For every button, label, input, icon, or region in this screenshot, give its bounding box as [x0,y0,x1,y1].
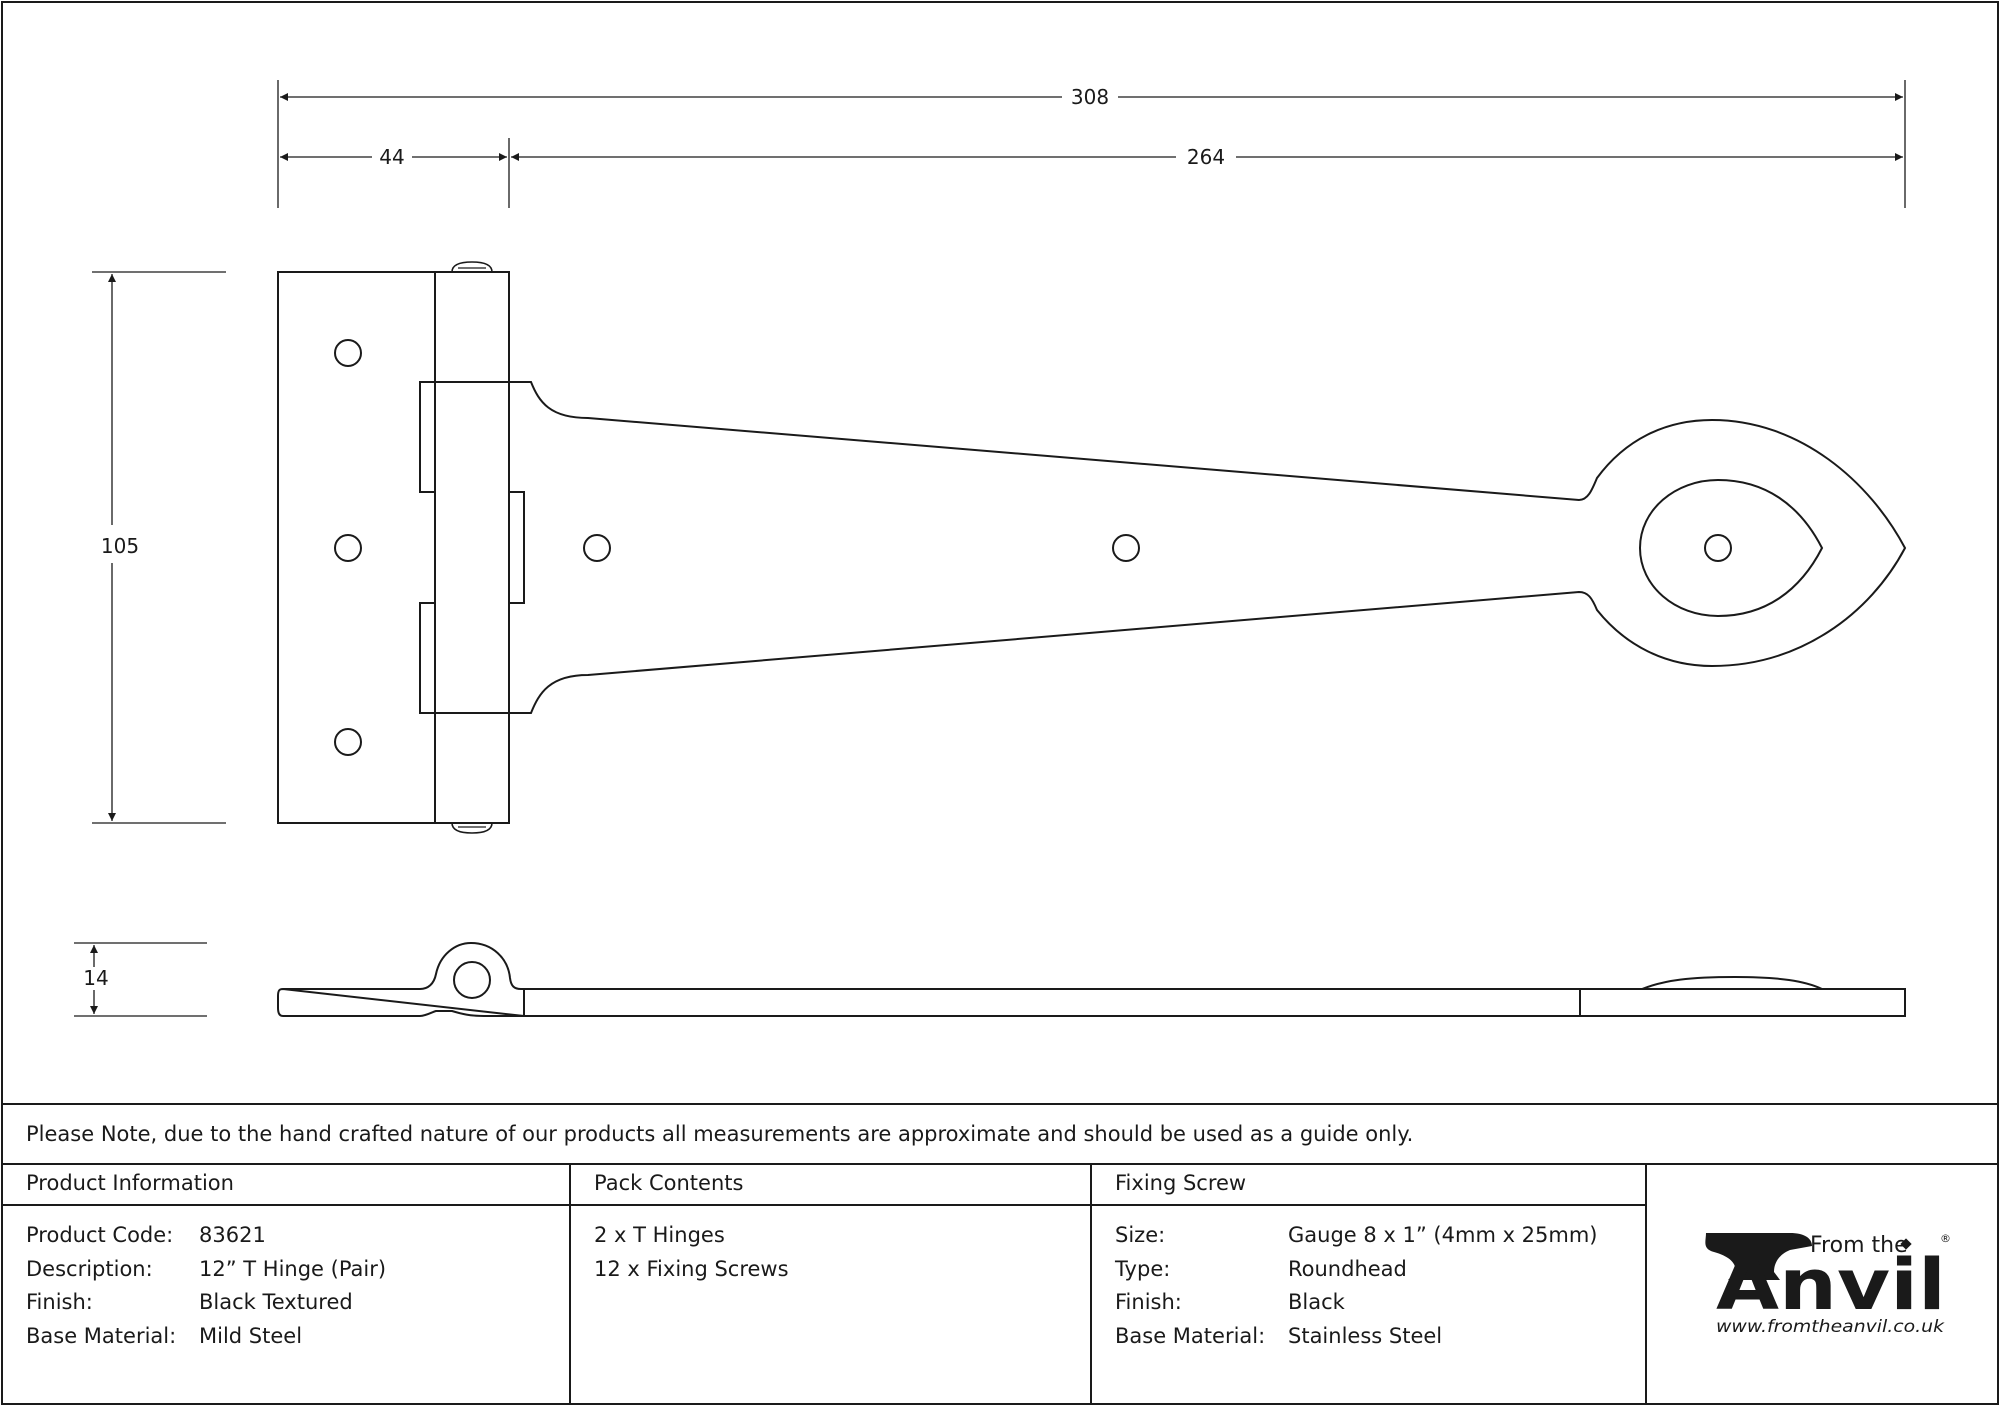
screw-hole-strap-3 [1704,534,1732,562]
hinge-barrel [434,271,510,824]
product-info-header: Product Information [26,1171,234,1195]
screw-hole-strap-2 [1112,534,1140,562]
hinge-side-view [277,941,1906,1017]
logo-anvil: Anvil [1716,1244,1946,1326]
screw-material-label: Base Material: [1115,1324,1266,1348]
side-pin [453,961,491,999]
screw-hole-strap-1 [583,534,611,562]
strap-inner-cutout [1638,478,1824,618]
dimension-label-strap: 264 [1187,145,1225,169]
description-label: Description: [26,1257,153,1281]
screw-type-value: Roundhead [1288,1257,1407,1281]
product-code-value: 83621 [199,1223,266,1247]
screw-type-label: Type: [1115,1257,1171,1281]
dimension-overall-length: 308 [277,80,1906,208]
screw-material-value: Stainless Steel [1288,1324,1443,1348]
anvil-icon [1705,1233,1812,1280]
title-block-grid [2,1103,1998,1404]
logo-from-the: From the [1810,1233,1908,1258]
side-profile [277,941,1906,1017]
product-code-label: Product Code: [26,1223,174,1247]
screw-hole-plate-middle [334,534,362,562]
dimension-label-height: 105 [101,534,139,558]
knuckle-upper [419,381,436,493]
base-material-label: Base Material: [26,1324,177,1348]
finish-value: Black Textured [199,1290,353,1314]
side-dome [1641,975,1823,990]
dimension-height: 105 [92,271,226,824]
dimension-strap-offset: 44 [280,138,510,208]
pack-item: 12 x Fixing Screws [594,1257,789,1281]
logo-url: www.fromtheanvil.co.uk [1716,1317,1945,1337]
strap-outline [435,381,1907,714]
dimension-label-overall: 308 [1071,85,1109,109]
dimension-thickness: 14 [74,942,207,1017]
brand-logo: From the ® Anvil www.fromtheanvil.co.uk [1705,1232,1951,1337]
dimension-strap-length: 264 [511,145,1903,169]
knuckle-middle [508,491,525,604]
logo-diamond [1900,1238,1912,1250]
description-value: 12” T Hinge (Pair) [199,1257,387,1281]
screw-hole-plate-bottom [334,728,362,756]
pin-cap-top [451,261,493,273]
knuckle-lower [419,602,436,714]
screw-finish-value: Black [1288,1290,1345,1314]
dimension-label-offset: 44 [379,145,404,169]
finish-label: Finish: [26,1290,93,1314]
screw-hole-plate-top [334,339,362,367]
base-material-value: Mild Steel [199,1324,303,1348]
pack-item: 2 x T Hinges [594,1223,725,1247]
hinge-plate [277,271,436,824]
screw-finish-label: Finish: [1115,1290,1182,1314]
approximation-note: Please Note, due to the hand crafted nat… [26,1122,1414,1146]
screw-size-value: Gauge 8 x 1” (4mm x 25mm) [1288,1223,1598,1247]
screw-size-label: Size: [1115,1223,1166,1247]
pin-cap-bottom [451,822,493,834]
pack-contents-header: Pack Contents [594,1171,744,1195]
hinge-front-view [277,261,1907,834]
dimension-label-thickness: 14 [83,966,108,990]
fixing-screw-header: Fixing Screw [1115,1171,1247,1195]
logo-registered: ® [1940,1232,1951,1245]
